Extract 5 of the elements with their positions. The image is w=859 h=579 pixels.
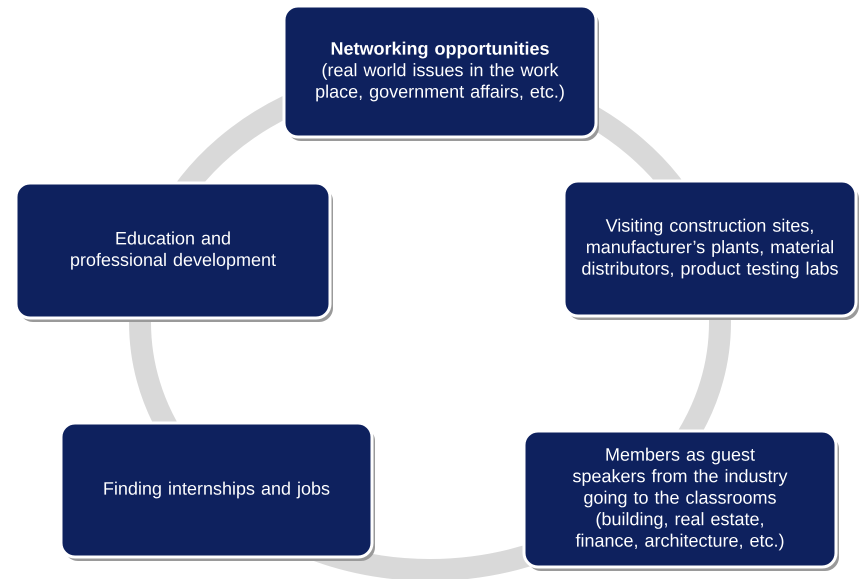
process-box: Visiting construction sites, manufacturer’s plants, material distributors, product testing labs bbox=[562, 180, 859, 320]
process-box: Members as guest speakers from the industry going to the classrooms (building, real estate, finance, architecture, etc.) bbox=[522, 430, 839, 571]
process-box: Networking opportunities (real world issues in the work place, government affairs, etc.) bbox=[282, 4, 599, 141]
process-box: Education and professional development bbox=[14, 182, 333, 322]
process-box: Finding internships and jobs bbox=[60, 422, 375, 561]
